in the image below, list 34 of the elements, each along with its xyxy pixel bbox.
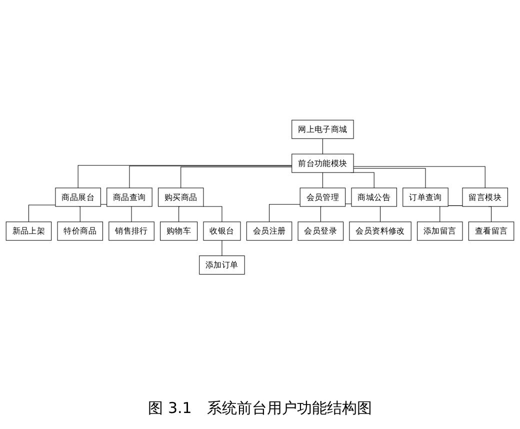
node-box: 会员资料修改 [349,222,412,241]
node-box: 商品查询 [106,188,152,207]
connector [78,165,292,188]
connector [269,204,300,222]
connector [78,206,80,222]
node-box: 新品上架 [6,222,52,241]
connector [353,166,486,188]
node-box: 购买商品 [158,188,204,207]
figure-caption: 图 3.1 系统前台用户功能结构图 [148,399,372,418]
node-box: 销售排行 [108,222,154,241]
connector [180,167,292,188]
node-box: 留言模块 [462,188,508,207]
node-box: 收银台 [203,222,241,241]
connector [353,168,426,188]
node-box: 购物车 [160,222,198,241]
connector [28,205,56,222]
node-box: 会员管理 [300,188,346,207]
connector [320,206,322,222]
connector [129,166,292,188]
connector [322,172,323,188]
node-box: 商城公告 [351,188,397,207]
node-box: 会员注册 [246,222,292,241]
node-box: 查看留言 [468,222,514,241]
node-box: 会员登录 [298,222,344,241]
node-box: 商品展台 [55,188,101,207]
node-box: 添加订单 [199,256,245,275]
node-box: 网上电子商城 [292,120,354,140]
node-box: 前台功能模块 [292,154,354,174]
connector [178,206,180,222]
node-box: 特价商品 [57,222,103,241]
node-box: 订单查询 [402,188,448,207]
connector [322,138,323,155]
node-box: 添加留言 [417,222,463,241]
connector [203,206,222,222]
